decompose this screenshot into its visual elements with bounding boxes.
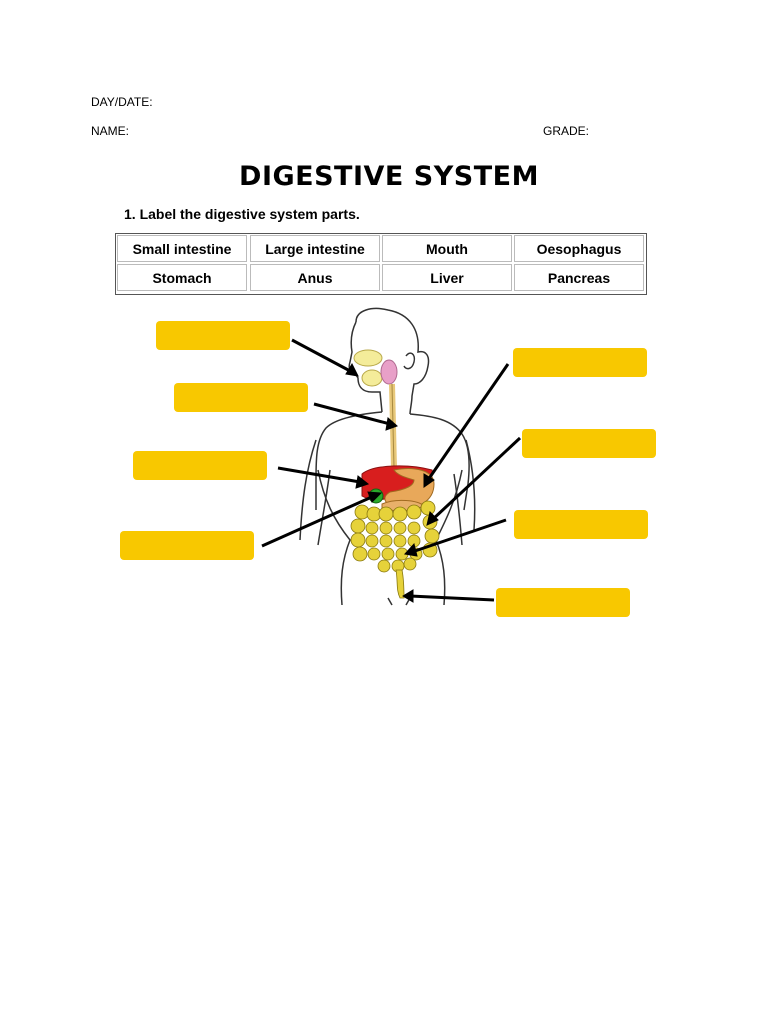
label-box-right-3[interactable] xyxy=(514,510,648,539)
label-box-left-4[interactable] xyxy=(120,531,254,560)
word-bank-table: Small intestine Large intestine Mouth Oe… xyxy=(115,233,647,295)
word-bank-cell: Liver xyxy=(382,264,512,291)
label-box-left-3[interactable] xyxy=(133,451,267,480)
label-box-right-4[interactable] xyxy=(496,588,630,617)
worksheet-title: DIGESTIVE SYSTEM xyxy=(239,161,539,192)
body-outline xyxy=(299,307,476,606)
mouth-cavity xyxy=(361,369,383,387)
nasal-cavity xyxy=(353,349,383,367)
tongue xyxy=(380,359,398,385)
pointer-arrows xyxy=(261,338,522,603)
label-box-right-1[interactable] xyxy=(513,348,647,377)
word-bank-cell: Stomach xyxy=(117,264,247,291)
word-bank-cell: Mouth xyxy=(382,235,512,262)
label-box-left-1[interactable] xyxy=(156,321,290,350)
word-bank-cell: Large intestine xyxy=(250,235,380,262)
word-bank-cell: Small intestine xyxy=(117,235,247,262)
intestines xyxy=(350,500,440,599)
word-bank-cell: Oesophagus xyxy=(514,235,644,262)
label-box-right-2[interactable] xyxy=(522,429,656,458)
grade-label: GRADE: xyxy=(543,124,590,138)
word-bank-cell: Anus xyxy=(250,264,380,291)
name-label: NAME: xyxy=(91,124,130,138)
label-box-left-2[interactable] xyxy=(174,383,308,412)
day-date-label: DAY/DATE: xyxy=(91,95,153,109)
word-bank-cell: Pancreas xyxy=(514,264,644,291)
instruction-text: 1. Label the digestive system parts. xyxy=(124,206,360,222)
